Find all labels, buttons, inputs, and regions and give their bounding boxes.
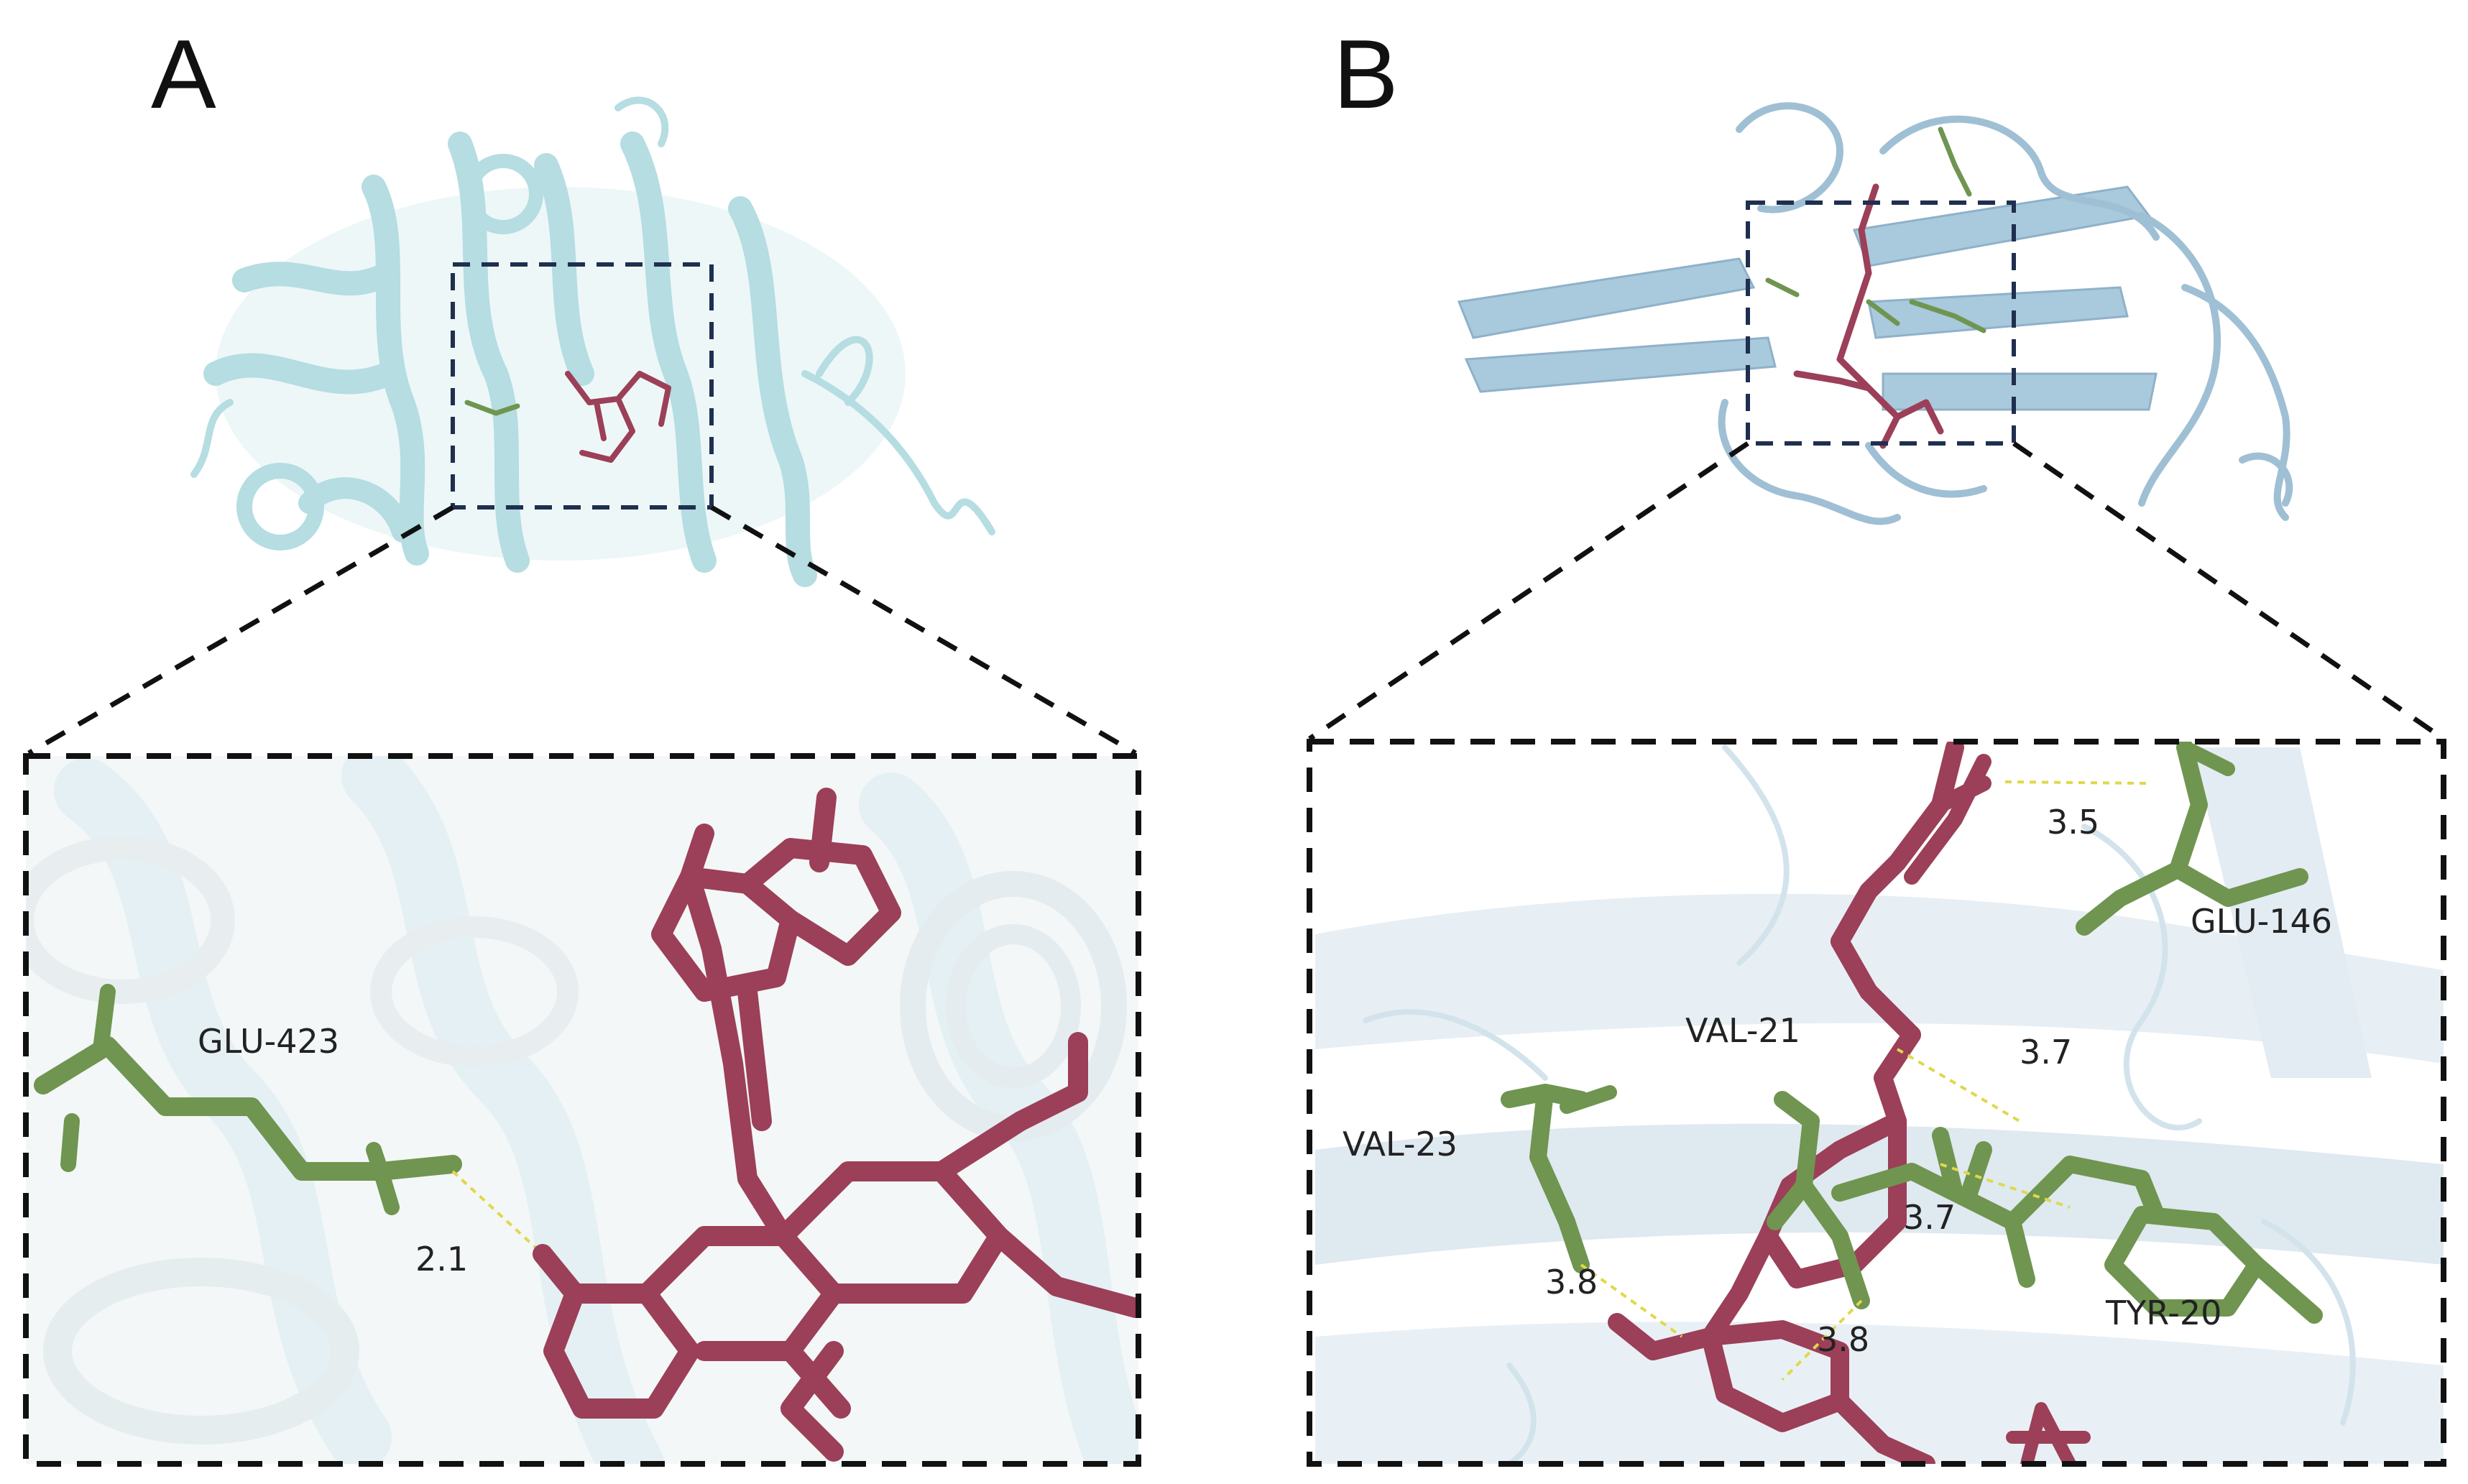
panel-b-distance-2: 3.7: [2020, 1033, 2072, 1071]
label-val-21: VAL-21: [1685, 1011, 1800, 1050]
panel-a-protein-overview: [190, 96, 995, 587]
panel-b-callout-left: [1308, 441, 1749, 741]
panel-a-zoom-view: GLU-423 2.1: [23, 753, 1141, 1467]
panel-a-zoom-region: [451, 262, 714, 510]
panel-b-distance-1: 3.5: [2047, 803, 2099, 842]
panel-b-zoom-view: 3.5 GLU-146 VAL-21 3.7 VAL-23 3.7 3.8 TY…: [1307, 739, 2446, 1467]
panel-b-protein-overview: [1457, 102, 2293, 525]
panel-b-zoom-frame: [1307, 739, 2446, 1467]
panel-a-letter: A: [151, 19, 216, 129]
panel-a-callout-right: [710, 504, 1137, 756]
label-val-23: VAL-23: [1343, 1125, 1458, 1163]
panel-b: B: [1307, 19, 2446, 1467]
label-tyr-20: TYR-20: [2105, 1294, 2221, 1332]
label-glu-423: GLU-423: [198, 1022, 339, 1061]
panel-a-hbond: [451, 1170, 544, 1255]
panel-a-distance-label: 2.1: [415, 1240, 468, 1278]
panel-b-distance-5: 3.8: [1817, 1320, 1869, 1359]
panel-b-contact-3: [1940, 1163, 2071, 1209]
panel-b-distance-3: 3.7: [1903, 1198, 1956, 1237]
panel-b-distance-4: 3.8: [1545, 1263, 1598, 1301]
panel-b-contact-4: [1580, 1263, 1683, 1338]
panel-a: A: [23, 19, 1141, 1467]
panel-b-zoom-region: [1746, 201, 2016, 446]
panel-a-zoom-frame: [23, 753, 1141, 1467]
panel-a-callout-left: [27, 504, 454, 756]
panel-b-callout-right: [2012, 441, 2445, 741]
panel-b-contact-5: [1781, 1299, 1863, 1381]
label-glu-146: GLU-146: [2191, 902, 2332, 941]
panel-b-letter: B: [1333, 19, 1399, 129]
